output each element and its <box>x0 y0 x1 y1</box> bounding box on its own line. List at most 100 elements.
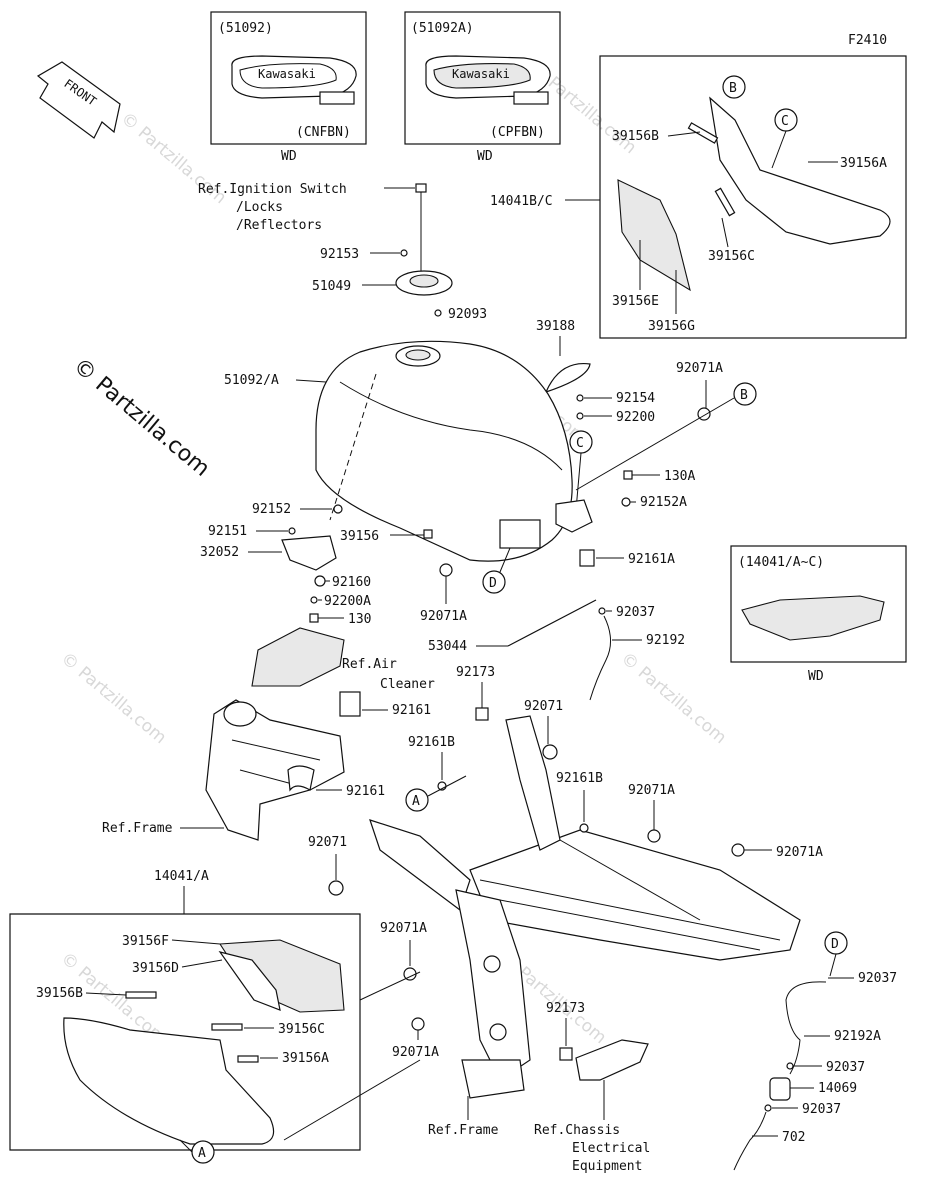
front-arrow-icon: FRONT <box>36 61 121 139</box>
callout-a-mid <box>405 788 429 812</box>
label-ref-frame-1: Ref.Frame <box>102 821 173 836</box>
label-92161b-2: 92161B <box>556 771 603 786</box>
label-92071a-3: 92071A <box>628 783 675 798</box>
label-92037-3: 92037 <box>826 1060 865 1075</box>
label-92153: 92153 <box>320 247 359 262</box>
inset-cover-ac-code: (14041/A~C) <box>738 555 824 570</box>
label-ref-chassis: Ref.Chassis <box>534 1123 620 1138</box>
callout-c-top-label: C <box>781 114 789 129</box>
callout-b-top <box>722 75 746 99</box>
label-92200: 92200 <box>616 410 655 425</box>
inset-tank-a-note: WD <box>281 149 297 164</box>
watermark-faint-5: © Partzilla.com <box>617 649 730 749</box>
tank-logo-b: Kawasaki <box>452 67 510 81</box>
main-frame <box>369 715 801 1099</box>
fuel-tank <box>315 340 573 562</box>
inset-cover-ac-note: WD <box>808 669 824 684</box>
label-92071a-1: 92071A <box>676 361 723 376</box>
label-51092a: 51092/A <box>224 373 279 388</box>
label-92071a-2: 92071A <box>420 609 467 624</box>
callout-a-mid-label: A <box>412 794 420 809</box>
bracket-chassis <box>575 1039 649 1081</box>
label-92071-2: 92071 <box>308 835 347 850</box>
label-92161b-1: 92161B <box>408 735 455 750</box>
label-39156a-bottom: 39156A <box>282 1051 329 1066</box>
valve-14069 <box>769 1077 791 1101</box>
label-130a: 130A <box>664 469 695 484</box>
label-92071a-5: 92071A <box>380 921 427 936</box>
callout-d-mid-label: D <box>489 576 497 591</box>
inset-tank-b: (51092A) Kawasaki (CPFBN) WD <box>404 11 561 164</box>
label-92151: 92151 <box>208 524 247 539</box>
side-cover-a <box>63 1017 275 1145</box>
rod-53044 <box>507 599 597 647</box>
hose-92192 <box>589 615 611 701</box>
inset-cover-bc: 14041B/C B C 39156B 39156A 39156C 39156E… <box>490 55 907 339</box>
label-92152a: 92152A <box>640 495 687 510</box>
label-92037-4: 92037 <box>802 1102 841 1117</box>
label-92161-2: 92161 <box>346 784 385 799</box>
label-92093: 92093 <box>448 307 487 322</box>
clip-92161-1 <box>339 691 361 717</box>
label-equipment: Equipment <box>572 1159 642 1174</box>
label-92037-2: 92037 <box>858 971 897 986</box>
label-39156e: 39156E <box>612 294 659 309</box>
label-92173-2: 92173 <box>546 1001 585 1016</box>
label-ref-air: Ref.Air <box>342 657 397 672</box>
label-39156c-bottom: 39156C <box>278 1022 325 1037</box>
inset-cover-ac: (14041/A~C) WD <box>730 545 907 684</box>
inset-tank-b-note: WD <box>477 149 493 164</box>
bracket-32052 <box>281 535 337 571</box>
label-92154: 92154 <box>616 391 655 406</box>
label-32052: 32052 <box>200 545 239 560</box>
label-39156c-top: 39156C <box>708 249 755 264</box>
inset-tank-a-variant: (CNFBN) <box>296 125 351 140</box>
tank-logo-a: Kawasaki <box>258 67 316 81</box>
hose-92192a <box>785 981 827 1075</box>
pad-39188 <box>544 362 591 393</box>
label-reflectors: /Reflectors <box>236 218 322 233</box>
label-92071a-6: 92071A <box>392 1045 439 1060</box>
label-39156f: 39156F <box>122 934 169 949</box>
label-130: 130 <box>348 612 371 627</box>
callout-d-mid <box>482 570 506 594</box>
pad-39156d <box>218 951 281 1011</box>
callout-d-right-label: D <box>831 937 839 952</box>
label-cleaner: Cleaner <box>380 677 435 692</box>
tank-bracket <box>555 499 593 533</box>
watermark: © Partzilla.com <box>68 353 214 481</box>
label-53044: 53044 <box>428 639 467 654</box>
callout-b-mid-label: B <box>740 388 748 403</box>
label-92161-1: 92161 <box>392 703 431 718</box>
watermark-faint-4: © Partzilla.com <box>57 649 170 749</box>
ignition-bolt-icon <box>415 183 427 193</box>
label-ref-frame-2: Ref.Frame <box>428 1123 499 1138</box>
label-92192: 92192 <box>646 633 685 648</box>
label-92161a: 92161A <box>628 552 675 567</box>
inset-tank-a: (51092) Kawasaki (CNFBN) WD <box>210 11 367 164</box>
inset-cover-a: 14041/A 39156F 39156D 39156B 39156C 3915… <box>9 869 421 1164</box>
inset-cover-a-ref: 14041/A <box>154 869 209 884</box>
label-702: 702 <box>782 1130 805 1145</box>
label-92071a-4: 92071A <box>776 845 823 860</box>
label-14069: 14069 <box>818 1081 857 1096</box>
label-39156a-top: 39156A <box>840 156 887 171</box>
label-92192a: 92192A <box>834 1029 881 1044</box>
label-39156b-bottom: 39156B <box>36 986 83 1001</box>
inset-cover-bc-ref: 14041B/C <box>490 194 553 209</box>
label-39188: 39188 <box>536 319 575 334</box>
label-electrical: Electrical <box>572 1141 650 1156</box>
inset-tank-a-code: (51092) <box>218 21 273 36</box>
inset-tank-b-code: (51092A) <box>411 21 474 36</box>
front-frame <box>205 699 345 841</box>
label-92152: 92152 <box>252 502 291 517</box>
damper-92161-2 <box>287 765 315 792</box>
label-92037-1: 92037 <box>616 605 655 620</box>
hose-702 <box>733 1111 767 1171</box>
callout-a-bottom-label: A <box>198 1146 206 1161</box>
diagram-code: F2410 <box>848 33 887 48</box>
label-39156: 39156 <box>340 529 379 544</box>
label-51049: 51049 <box>312 279 351 294</box>
